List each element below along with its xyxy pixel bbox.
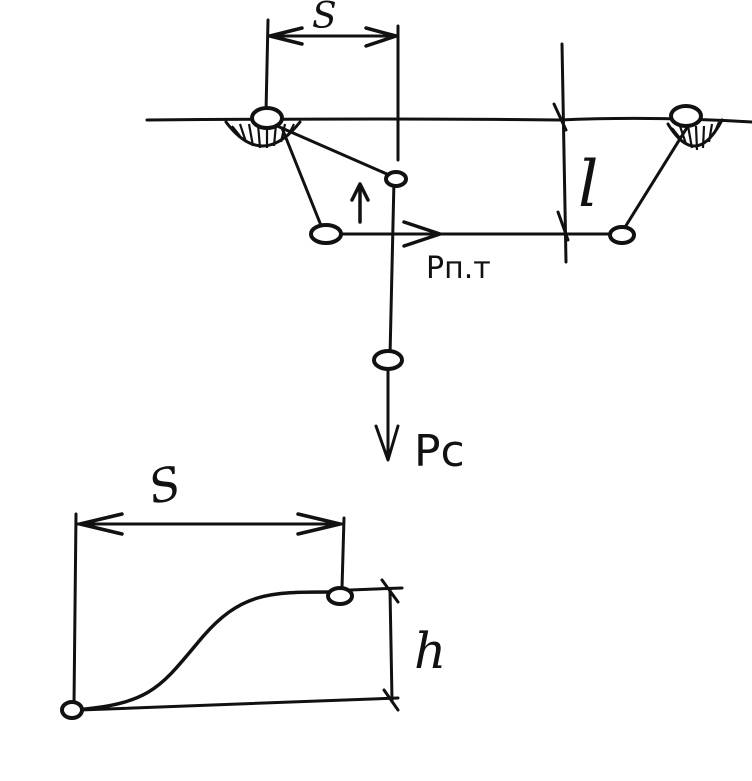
right-pivot-joint [669, 104, 703, 128]
slider-bottom-joint [372, 349, 404, 371]
left-pivot-joint [250, 106, 284, 130]
slider-rod [386, 178, 396, 460]
label-top-s: S [312, 0, 337, 37]
force-pnt-arrow [338, 220, 442, 248]
right-lower-joint [608, 225, 636, 245]
profile-baseline [78, 696, 400, 712]
vertical-dimension-l [552, 42, 570, 264]
profile-curve [72, 590, 332, 712]
left-lower-joint [309, 223, 343, 245]
ground-line [145, 116, 752, 124]
label-force-pc: Pc [414, 426, 465, 477]
height-dimension-h [380, 578, 400, 712]
link-pivot-to-slider-node [266, 120, 398, 180]
bottom-dimension-s [76, 512, 344, 536]
right-fixed-support [666, 118, 724, 151]
motion-up-arrow [350, 182, 370, 224]
force-pc-arrowhead [374, 424, 400, 462]
slider-top-joint [384, 170, 408, 188]
top-mechanism: S l Pп.т Pc [145, 0, 752, 477]
profile-end-joint [326, 586, 354, 606]
label-h: h [414, 622, 446, 680]
label-force-pnt: Pп.т [426, 251, 491, 286]
label-l: l [578, 148, 598, 222]
top-dimension-s [264, 18, 400, 162]
link-right-crank [620, 124, 690, 234]
motion-profile: S h [60, 455, 446, 720]
link-left-crank [280, 126, 324, 230]
profile-start-joint [60, 700, 84, 720]
label-bottom-s: S [144, 455, 186, 514]
